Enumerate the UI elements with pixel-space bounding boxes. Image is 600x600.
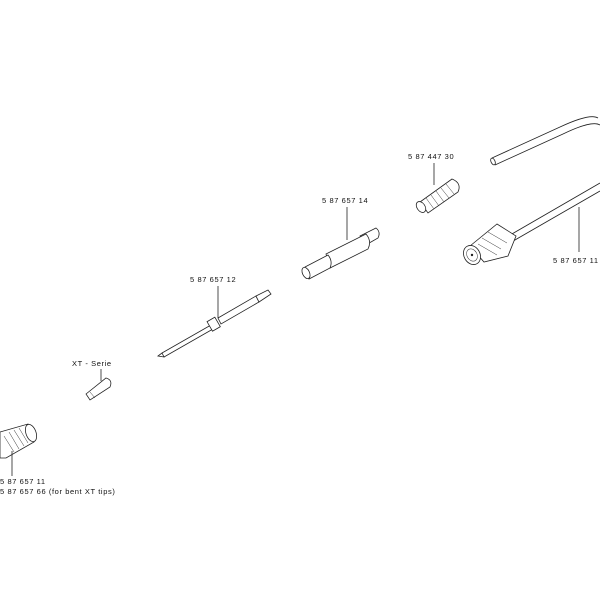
label-shaft: 5 87 657 12 — [190, 275, 236, 284]
label-handle-2: 5 87 657 66 (for bent XT tips) — [0, 487, 115, 496]
shaft-part — [157, 286, 272, 358]
label-cable-connector: 5 87 657 11 — [553, 256, 599, 265]
label-handle-1: 5 87 657 11 — [0, 477, 46, 486]
handle-part — [0, 423, 38, 476]
xt-tip-part — [85, 369, 112, 401]
cable-connector-plug — [463, 223, 517, 265]
cable-assembly — [463, 116, 600, 265]
label-xt-series: XT - Serie — [72, 359, 112, 368]
sleeve-part — [415, 163, 460, 214]
label-sleeve: 5 87 447 30 — [408, 152, 454, 161]
heating-element-part — [301, 207, 380, 280]
label-heating-element: 5 87 657 14 — [322, 196, 368, 205]
